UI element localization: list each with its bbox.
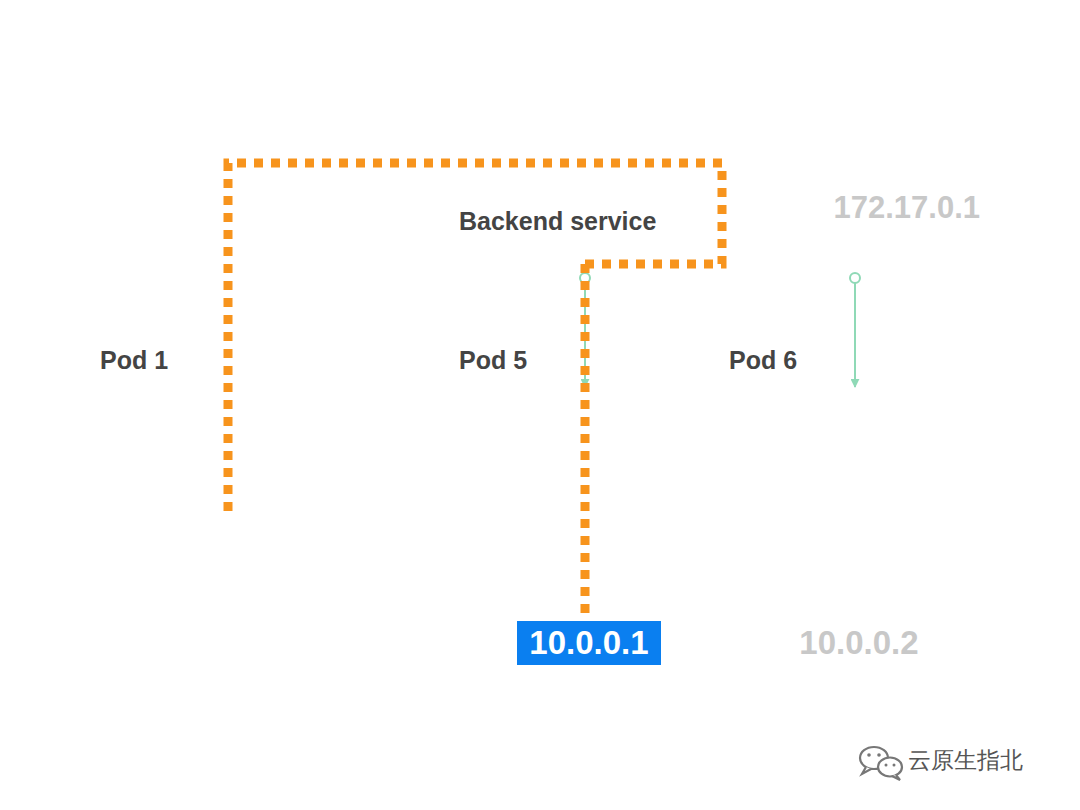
gears-icon: [530, 458, 641, 555]
gear-hole: [866, 479, 890, 503]
window-dot: [764, 394, 772, 402]
grip-dot: [468, 256, 471, 259]
gear: [554, 517, 592, 555]
traffic-path: [581, 264, 590, 621]
node-heading: Backend service: [459, 207, 656, 235]
gear-hole: [567, 530, 579, 542]
window-dot: [121, 394, 129, 402]
bubble-eye: [885, 764, 888, 767]
watermark: 云原生指北: [908, 745, 1023, 775]
window-dot: [736, 394, 744, 402]
gears-icon: [800, 458, 911, 555]
grip-dot: [464, 256, 467, 259]
gear-hole: [596, 479, 620, 503]
gear-hole: [813, 492, 825, 504]
bubble-tail: [862, 767, 871, 774]
title-bar: [459, 388, 711, 408]
speech-bubble: [878, 758, 902, 777]
traffic-path: [228, 163, 722, 511]
bar-grip: [459, 253, 489, 275]
ip-address: 10.0.0.1: [517, 621, 660, 665]
title-bar: [729, 388, 981, 408]
gear: [800, 479, 838, 517]
bubble-eye: [867, 753, 871, 757]
window-art: [459, 388, 711, 603]
gear-hole: [837, 530, 849, 542]
node-heading: Pod 5: [459, 346, 711, 374]
bubble-eye: [893, 764, 896, 767]
pod-window: Pod 1: [100, 346, 352, 666]
gear: [845, 458, 911, 524]
watermark-box: 云原生指北: [908, 745, 1023, 775]
pod-window: Pod 6 10.0.0.2: [729, 346, 981, 666]
service-bar-shape: [459, 253, 980, 275]
ip-address: 10.0.0.2: [787, 621, 930, 665]
gear-hole: [543, 492, 555, 504]
window-dot: [750, 394, 758, 402]
window-dot: [135, 394, 143, 402]
window-dot: [466, 394, 474, 402]
pod-window: Pod 5 10.0.0.1: [459, 346, 711, 666]
node-heading: Pod 6: [729, 346, 981, 374]
bubble-tail: [892, 775, 900, 780]
ip-address: 172.17.0.1: [833, 191, 980, 225]
window-frame: [729, 388, 981, 603]
window-frame: [459, 388, 711, 603]
node-heading: Pod 1: [100, 346, 352, 374]
gear: [575, 458, 641, 524]
bubble-eye: [877, 753, 881, 757]
title-bar: [100, 388, 352, 408]
window-art: [729, 388, 981, 603]
gear: [824, 517, 862, 555]
window-dot: [494, 394, 502, 402]
gear: [530, 479, 568, 517]
port-circle: [850, 273, 860, 283]
window-dot: [480, 394, 488, 402]
grip-dot: [472, 256, 475, 259]
window-frame: [100, 388, 352, 603]
service-bar: Backend service172.17.0.1: [459, 195, 980, 275]
service-link: [854, 278, 856, 387]
window-art: [100, 388, 352, 603]
window-dot: [107, 394, 115, 402]
